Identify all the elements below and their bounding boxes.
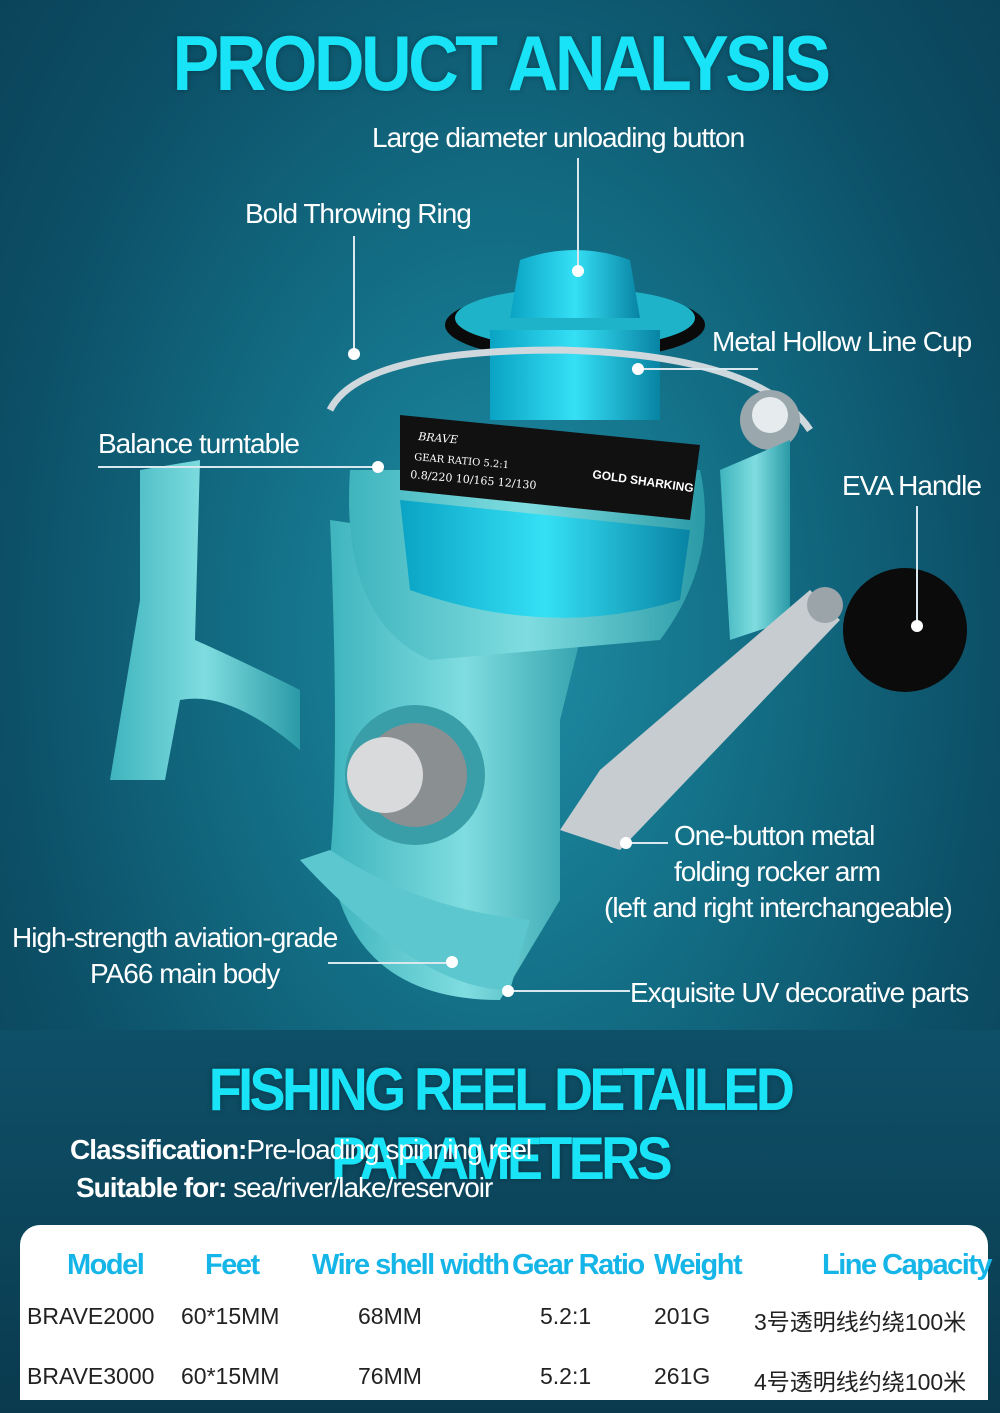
cell-wire-shell-width: 68MM <box>358 1303 422 1329</box>
header-weight: Weight <box>654 1249 743 1281</box>
cell-wire-shell-width: 76MM <box>358 1363 422 1389</box>
classification-value: Pre-loading spinning reel <box>246 1134 532 1165</box>
suitable-value: sea/river/lake/reservoir <box>226 1172 493 1203</box>
classification-line: Classification:Pre-loading spinning reel <box>70 1134 532 1166</box>
suitable-label: Suitable for: <box>76 1172 227 1203</box>
callout-rocker-arm-line2: folding rocker arm <box>674 856 881 887</box>
cell-gear-ratio: 5.2:1 <box>540 1303 592 1329</box>
callout-dot <box>372 461 384 473</box>
parameters-title: FISHING REEL DETAILED PARAMETERS <box>208 1056 795 1192</box>
eva-handle-knob <box>843 568 967 692</box>
header-feet: Feet <box>205 1249 260 1281</box>
callout-rocker-arm-line1: One-button metal <box>674 820 875 851</box>
cell-model: BRAVE2000 <box>27 1303 155 1329</box>
reel-foot <box>110 460 300 780</box>
callout-dot <box>348 348 360 360</box>
header-gear-ratio: Gear Ratio <box>512 1249 645 1281</box>
fishing-reel-image: BRAVE GEAR RATIO 5.2:1 0.8/220 10/165 12… <box>110 250 967 1000</box>
cell-weight: 201G <box>654 1303 711 1329</box>
callout-dot <box>632 363 644 375</box>
callout-line-cup: Metal Hollow Line Cup <box>712 326 972 357</box>
callout-dot <box>572 265 584 277</box>
svg-text:BRAVE: BRAVE <box>417 430 459 447</box>
callout-unloading-button: Large diameter unloading button <box>372 122 745 153</box>
drag-knob <box>347 737 423 813</box>
callout-turntable: Balance turntable <box>98 428 300 459</box>
cell-line-capacity: 4号透明线约绕100米 <box>754 1369 967 1395</box>
page-title: PRODUCT ANALYSIS <box>172 19 831 107</box>
spool-band <box>400 415 700 520</box>
header-line-capacity: Line Capacity <box>822 1249 993 1281</box>
handle-arm <box>560 590 840 850</box>
cell-weight: 261G <box>654 1363 711 1389</box>
reel-body-trim <box>300 850 530 990</box>
callout-throwing-ring: Bold Throwing Ring <box>245 198 472 229</box>
callout-body-line1: High-strength aviation-grade <box>12 922 338 953</box>
callout-eva-handle: EVA Handle <box>842 470 982 501</box>
callout-uv-parts: Exquisite UV decorative parts <box>630 977 969 1008</box>
header-model: Model <box>67 1249 145 1281</box>
bail-wire <box>326 346 813 432</box>
cell-line-capacity: 3号透明线约绕100米 <box>754 1309 967 1335</box>
callout-dot <box>620 837 632 849</box>
cell-gear-ratio: 5.2:1 <box>540 1363 592 1389</box>
header-wire-shell-width: Wire shell width <box>312 1249 510 1281</box>
callout-body-line2: PA66 main body <box>90 958 280 989</box>
cell-feet: 60*15MM <box>181 1303 280 1329</box>
cell-model: BRAVE3000 <box>27 1363 155 1389</box>
suitable-line: Suitable for: sea/river/lake/reservoir <box>76 1172 493 1204</box>
callout-dot <box>911 620 923 632</box>
callout-dot <box>446 956 458 968</box>
parameters-table: Model Feet Wire shell width Gear Ratio W… <box>20 1225 993 1400</box>
callout-rocker-arm-line3: (left and right interchangeable) <box>604 892 953 923</box>
callout-dot <box>502 985 514 997</box>
classification-label: Classification: <box>70 1134 247 1165</box>
cell-feet: 60*15MM <box>181 1363 280 1389</box>
